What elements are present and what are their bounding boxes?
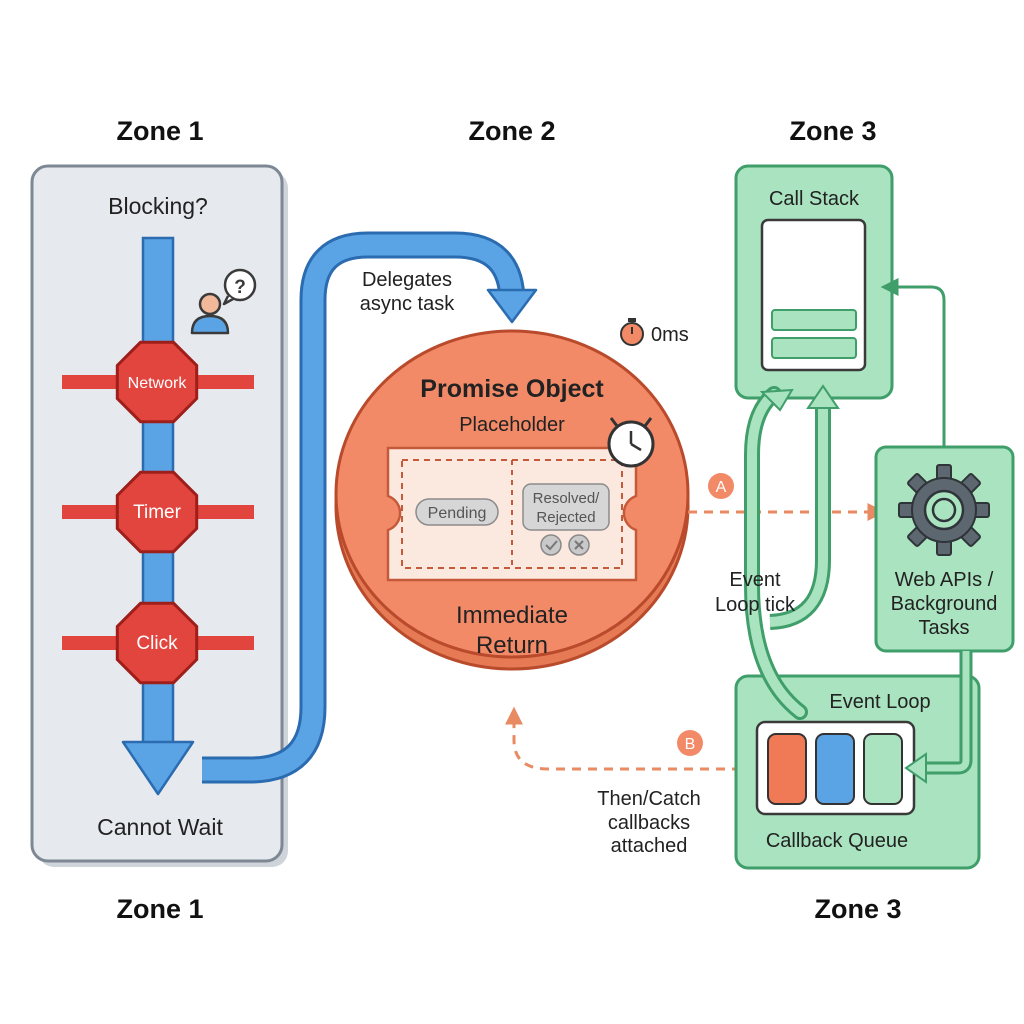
then-catch-label-1: Then/Catch — [597, 788, 700, 810]
immediate-label: Immediate — [456, 602, 568, 629]
web-apis-label-1: Web APIs / — [895, 569, 994, 591]
rejected-label: Rejected — [536, 509, 595, 526]
placeholder-label: Placeholder — [459, 414, 565, 436]
gear-icon — [898, 464, 990, 556]
zone2-top-title: Zone 2 — [468, 116, 555, 146]
pending-label: Pending — [428, 505, 487, 522]
svg-text:A: A — [716, 479, 727, 496]
check-icon — [540, 534, 562, 556]
stopwatch-icon — [620, 318, 644, 346]
event-loop-tick-label-2: Loop tick — [715, 594, 796, 616]
stop-sign-label: Network — [128, 375, 188, 392]
event-loop-tick-arrows — [744, 384, 840, 720]
call-stack-label: Call Stack — [769, 188, 860, 210]
event-loop-tick-label-1: Event — [729, 569, 781, 591]
zero-ms-label: 0ms — [651, 324, 689, 346]
resolved-pill — [522, 483, 610, 531]
web-apis-to-call-stack-arrow — [880, 278, 946, 447]
clock-icon — [607, 417, 655, 468]
delegates-label-1: Delegates — [362, 269, 452, 291]
cannot-wait-label: Cannot Wait — [97, 814, 223, 840]
pending-pill — [415, 498, 499, 526]
marker-b: B — [677, 730, 703, 756]
zone3-bottom-title: Zone 3 — [814, 894, 901, 924]
delegates-label-2: async task — [360, 293, 455, 315]
delegation-arrow — [202, 231, 538, 784]
resolved-label: Resolved/ — [533, 490, 601, 507]
zone1-top-title: Zone 1 — [116, 116, 203, 146]
marker-a: A — [708, 473, 734, 499]
promise-title: Promise Object — [420, 375, 604, 403]
then-catch-label-2: callbacks — [608, 812, 690, 834]
confused-user-icon: ? — [190, 268, 257, 335]
web-apis-to-queue-arrow — [904, 651, 973, 784]
blocking-question: Blocking? — [108, 193, 208, 219]
stop-sign-label: Timer — [133, 502, 182, 523]
cross-icon — [568, 534, 590, 556]
zone3-top-title: Zone 3 — [789, 116, 876, 146]
stop-sign-click: Click — [115, 601, 199, 685]
stop-sign-timer: Timer — [115, 470, 199, 554]
svg-text:?: ? — [234, 277, 246, 298]
then-catch-label-3: attached — [611, 835, 688, 857]
event-loop-title: Event Loop — [829, 691, 930, 713]
stop-sign-label: Click — [136, 633, 178, 654]
web-apis-label-2: Background — [891, 593, 998, 615]
return-label: Return — [476, 632, 548, 659]
stop-sign-network: Network — [115, 340, 199, 424]
callback-queue-label: Callback Queue — [766, 830, 908, 852]
dashed-arrow-b — [505, 706, 757, 771]
svg-text:B: B — [685, 736, 696, 753]
zone1-bottom-title: Zone 1 — [116, 894, 203, 924]
callback-queue — [755, 720, 916, 816]
web-apis-label-3: Tasks — [918, 617, 969, 639]
